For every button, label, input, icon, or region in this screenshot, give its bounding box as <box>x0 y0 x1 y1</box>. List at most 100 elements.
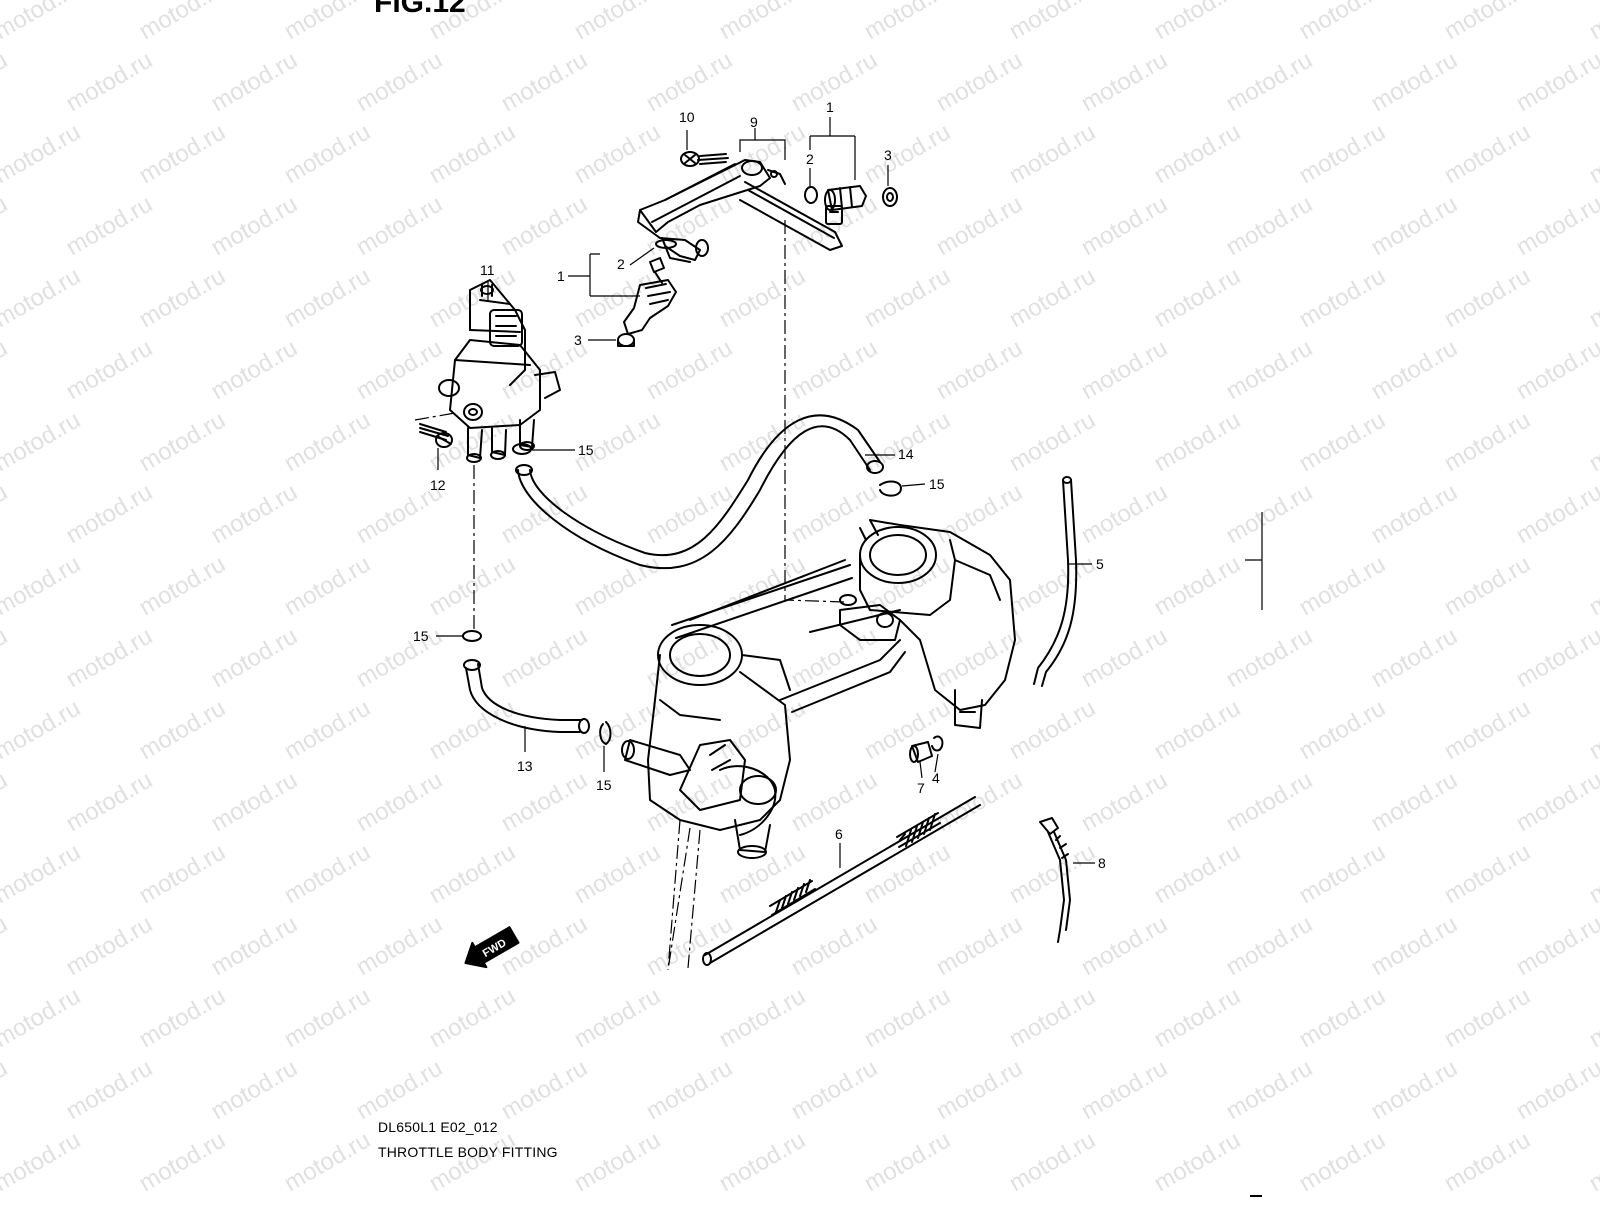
watermark-text: motod.ru <box>1440 694 1536 765</box>
watermark-text: motod.ru <box>1005 550 1101 621</box>
callout-10: 10 <box>679 109 695 125</box>
watermark-text: motod.ru <box>1440 118 1536 189</box>
watermark-text: motod.ru <box>1295 118 1391 189</box>
watermark-text: motod.ru <box>932 334 1028 405</box>
watermark-text: motod.ru <box>62 766 158 837</box>
watermark-text: motod.ru <box>932 766 1028 837</box>
watermark-text: motod.ru <box>207 622 303 693</box>
watermark-text: motod.ru <box>1440 982 1536 1053</box>
watermark-text: motod.ru <box>425 982 521 1053</box>
callout-14: 14 <box>898 446 914 462</box>
callout-15-right: 15 <box>929 476 945 492</box>
watermark-text: motod.ru <box>1295 1126 1391 1197</box>
watermark-text: motod.ru <box>1005 838 1101 909</box>
watermark-text: motod.ru <box>1077 622 1173 693</box>
watermark-text: motod.ru <box>0 694 85 765</box>
watermark-text: motod.ru <box>280 1126 376 1197</box>
watermark-text: motod.ru <box>932 190 1028 261</box>
watermark-text: motod.ru <box>207 46 303 117</box>
watermark-text: motod.ru <box>1005 118 1101 189</box>
watermark-text: motod.ru <box>787 1054 883 1125</box>
watermark-text: motod.ru <box>1585 406 1600 477</box>
watermark-text: motod.ru <box>1222 334 1318 405</box>
watermark-text: motod.ru <box>642 478 738 549</box>
watermark-text: motod.ru <box>860 982 956 1053</box>
watermark-text: motod.ru <box>207 910 303 981</box>
callout-15-isc: 15 <box>578 442 594 458</box>
watermark-text: motod.ru <box>1367 334 1463 405</box>
watermark-text: motod.ru <box>0 910 12 981</box>
watermark-text: motod.ru <box>1440 550 1536 621</box>
watermark-text: motod.ru <box>1295 838 1391 909</box>
watermark-text: motod.ru <box>352 910 448 981</box>
watermark-text: motod.ru <box>1440 406 1536 477</box>
watermark-text: motod.ru <box>497 190 593 261</box>
watermark-text: motod.ru <box>497 46 593 117</box>
watermark-text: motod.ru <box>62 46 158 117</box>
watermark-text: motod.ru <box>932 46 1028 117</box>
watermark-text: motod.ru <box>1585 550 1600 621</box>
callout-3-top: 3 <box>884 147 892 163</box>
callout-13: 13 <box>517 758 533 774</box>
watermark-text: motod.ru <box>1150 262 1246 333</box>
watermark-text: motod.ru <box>715 1126 811 1197</box>
watermark-text: motod.ru <box>1222 190 1318 261</box>
watermark-text: motod.ru <box>1295 262 1391 333</box>
watermark-text: motod.ru <box>570 262 666 333</box>
clip-15-right <box>880 481 901 495</box>
watermark-text: motod.ru <box>642 1054 738 1125</box>
watermark-text: motod.ru <box>1367 190 1463 261</box>
watermark-text: motod.ru <box>932 1054 1028 1125</box>
watermark-text: motod.ru <box>860 406 956 477</box>
watermark-text: motod.ru <box>1005 262 1101 333</box>
figure-name: THROTTLE BODY FITTING <box>378 1144 558 1160</box>
watermark-text: motod.ru <box>570 982 666 1053</box>
watermark-text: motod.ru <box>62 478 158 549</box>
watermark-text: motod.ru <box>135 550 231 621</box>
watermark-text: motod.ru <box>1440 1126 1536 1197</box>
watermark-text: motod.ru <box>642 910 738 981</box>
figure-code: DL650L1 E02_012 <box>378 1119 498 1135</box>
watermark-text: motod.ru <box>1005 0 1101 45</box>
watermark-text: motod.ru <box>1150 118 1246 189</box>
watermark-text: motod.ru <box>135 1126 231 1197</box>
watermark-text: motod.ru <box>860 0 956 45</box>
watermark-text: motod.ru <box>642 190 738 261</box>
watermark-text: motod.ru <box>860 694 956 765</box>
watermark-text: motod.ru <box>787 622 883 693</box>
clip-4 <box>932 736 942 750</box>
watermark-text: motod.ru <box>715 0 811 45</box>
watermark-text: motod.ru <box>497 1054 593 1125</box>
callout-6: 6 <box>835 826 843 842</box>
watermark-text: motod.ru <box>1585 262 1600 333</box>
watermark-text: motod.ru <box>0 406 85 477</box>
watermark-text: motod.ru <box>860 262 956 333</box>
watermark-text: motod.ru <box>642 766 738 837</box>
watermark-text: motod.ru <box>1585 838 1600 909</box>
watermark-text: motod.ru <box>280 550 376 621</box>
watermark-text: motod.ru <box>0 622 12 693</box>
watermark-text: motod.ru <box>570 838 666 909</box>
watermark-text: motod.ru <box>1367 766 1463 837</box>
watermark-text: motod.ru <box>1440 838 1536 909</box>
watermark-text: motod.ru <box>0 190 12 261</box>
watermark-text: motod.ru <box>1222 622 1318 693</box>
watermark-text: motod.ru <box>1585 694 1600 765</box>
watermark-text: motod.ru <box>1295 550 1391 621</box>
watermark-text: motod.ru <box>0 118 85 189</box>
callout-2-left: 2 <box>617 256 625 272</box>
watermark-text: motod.ru <box>715 262 811 333</box>
watermark-text: motod.ru <box>497 622 593 693</box>
watermark-text: motod.ru <box>1005 406 1101 477</box>
callout-15-left: 15 <box>413 628 429 644</box>
watermark-text: motod.ru <box>135 0 231 45</box>
watermark-text: motod.ru <box>135 118 231 189</box>
watermark-text: motod.ru <box>642 46 738 117</box>
watermark-text: motod.ru <box>1367 622 1463 693</box>
watermark-text: motod.ru <box>1512 478 1600 549</box>
watermark-text: motod.ru <box>1367 46 1463 117</box>
watermark-text: motod.ru <box>932 910 1028 981</box>
watermark-text: motod.ru <box>0 334 12 405</box>
watermark-text: motod.ru <box>1512 910 1600 981</box>
